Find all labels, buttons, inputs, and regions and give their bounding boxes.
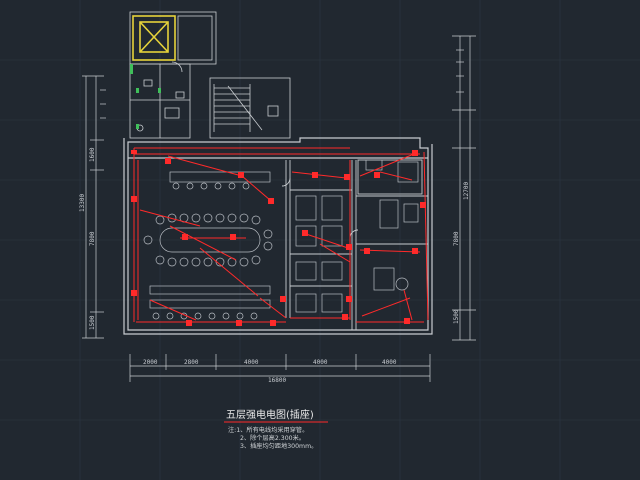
socket-wiring: [133, 147, 429, 323]
interior-partitions: [281, 159, 428, 330]
dim-bottom-1: 2000: [143, 359, 158, 366]
furniture: [143, 159, 419, 320]
toilet-fixtures: [130, 64, 161, 129]
socket-outlets: [131, 150, 426, 326]
dim-bottom-total: 16800: [268, 377, 286, 384]
service-core: [129, 63, 191, 139]
left-dimension-lines: [82, 75, 106, 339]
right-dimension-labels: 12700 7800 1500: [453, 182, 470, 324]
note-line-3: 3、插座均匀距地300mm。: [240, 442, 317, 450]
dim-left-3: 7800: [89, 231, 96, 246]
building-outline: [123, 137, 433, 335]
dim-left-1: 1600: [89, 147, 96, 162]
dim-right-1: 12700: [463, 182, 470, 200]
bottom-dimension-lines: [129, 354, 431, 382]
dim-left-2: 13300: [79, 194, 86, 212]
left-dimension-labels: 1600 13300 7800 1500: [79, 147, 96, 330]
elevator-shaft: [132, 15, 176, 61]
stairwell: [209, 77, 291, 139]
dim-right-3: 1500: [453, 309, 460, 324]
dim-bottom-4: 4000: [313, 359, 328, 366]
drawing-title: 五层强电电图(插座): [226, 408, 314, 421]
dim-left-4: 1500: [89, 315, 96, 330]
dim-bottom-3: 4000: [244, 359, 259, 366]
dim-bottom-5: 4000: [382, 359, 397, 366]
note-line-1: 注:1、所有电线均采用穿管。: [228, 426, 308, 434]
bottom-dimension-labels: 2000 2800 4000 4000 4000 16800: [143, 359, 397, 384]
elevator-lobby: [129, 11, 217, 73]
note-line-2: 2、除个层高2.300米。: [240, 434, 305, 442]
right-dimension-lines: [452, 35, 476, 341]
dim-right-2: 7800: [453, 231, 460, 246]
dim-bottom-2: 2800: [184, 359, 199, 366]
